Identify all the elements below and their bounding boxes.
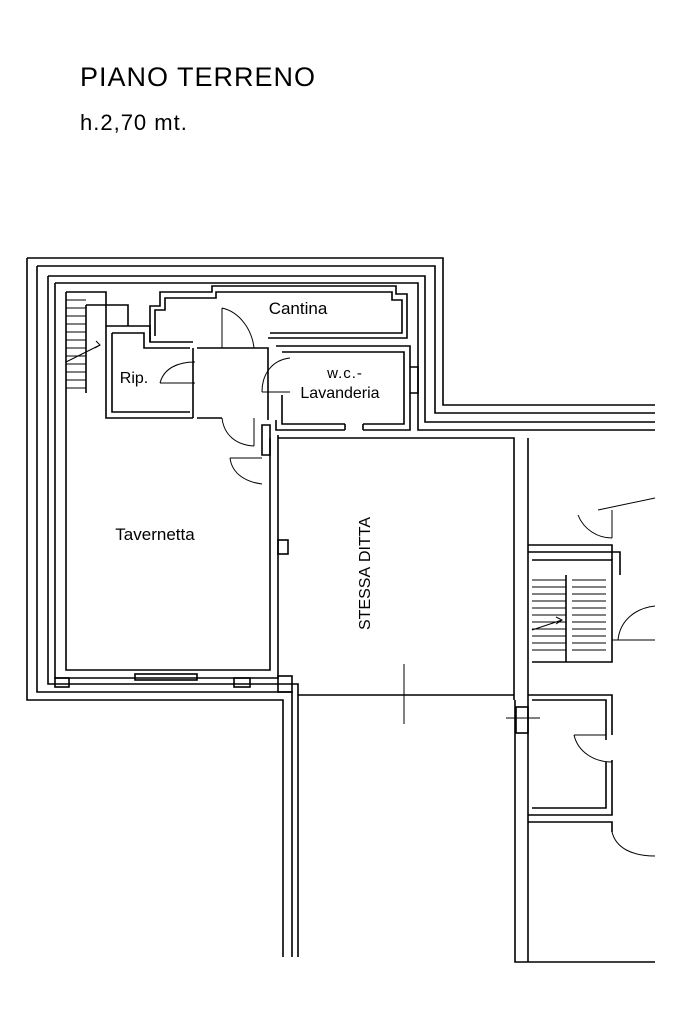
label-tavernetta: Tavernetta [115,525,195,544]
staircase-left [65,291,129,393]
room-cantina [149,285,408,342]
label-lavanderia: Lavanderia [300,385,379,402]
section-marker [380,664,432,724]
room-wc-lavanderia [261,345,419,456]
label-cantina: Cantina [269,299,328,318]
outer-walls [26,257,655,957]
label-adjacent-part1: STESSA [357,567,374,630]
label-ripostiglio: Rip. [120,370,148,387]
label-wc: w.c.- [326,365,363,382]
ceiling-height-label: h.2,70 mt. [80,110,188,135]
floor-title: PIANO TERRENO [80,62,317,92]
windows [54,539,540,734]
label-adjacent-part2: DITTA [357,517,374,562]
staircase-right [531,559,613,663]
doors [159,307,656,857]
